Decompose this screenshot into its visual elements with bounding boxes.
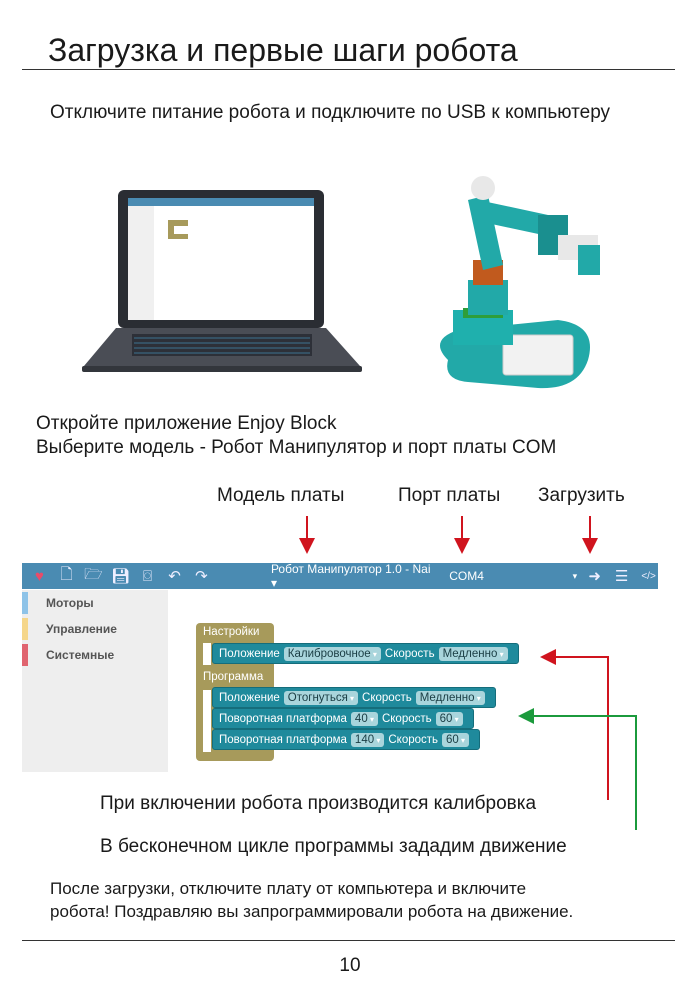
port-select[interactable]: COM4 [449,569,572,583]
category-label: Системные [46,648,115,662]
code-icon[interactable]: </> [641,570,656,582]
label-board-port: Порт платы [398,485,501,506]
block-label: Скорость [362,691,412,704]
setup-label: Настройки [203,626,260,638]
program-label: Программа [203,671,264,683]
step-1-text: Отключите питание робота и подключите по… [50,102,611,123]
undo-icon[interactable]: ↶ [168,568,181,585]
app-toolbar: ♥ 🗋 🗁 💾︎ ⌼ ↶ ↷ Робот Манипулятор 1.0 - N… [22,562,658,590]
footer-line-2: робота! Поздравляю вы запрограммировали … [50,902,574,921]
open-file-icon[interactable]: 🗁 [84,565,103,583]
label-board-model: Модель платы [217,485,345,506]
position-dropdown[interactable]: Отогнуться [283,690,359,705]
program-block-2[interactable]: Поворотная платформа 40 Скорость 60 [212,708,474,729]
category-label: Управление [46,622,117,636]
arrow-loop [518,708,637,830]
angle-dropdown[interactable]: 140 [350,732,385,747]
program-block-3[interactable]: Поворотная платформа 140 Скорость 60 [212,729,481,750]
category-motors[interactable]: Моторы [22,590,168,616]
title-divider [22,69,675,70]
block-label: Положение [219,647,280,660]
screenshot-icon[interactable]: ⌼ [142,567,152,585]
calibration-block[interactable]: Положение Калибровочное Скорость Медленн… [212,643,519,664]
block-categories: Моторы Управление Системные [22,590,168,772]
program-block-1[interactable]: Положение Отогнуться Скорость Медленно [212,687,496,708]
position-dropdown[interactable]: Калибровочное [283,646,381,661]
app-logo-icon: ♥ [35,567,44,585]
laptop-image [82,190,362,372]
category-label: Моторы [46,596,94,610]
footer-text: После загрузки, отключите плату от компь… [50,877,573,923]
step-2-line-2: Выберите модель - Робот Манипулятор и по… [36,437,557,458]
port-select-value: COM4 [449,569,484,583]
label-upload: Загрузить [538,485,625,506]
port-dropdown-icon[interactable]: ▾ [572,570,578,581]
monitor-icon[interactable]: ☰ [614,568,629,585]
model-select[interactable]: Робот Манипулятор 1.0 - Nai ▾ [270,562,431,590]
calibration-note: При включении робота производится калибр… [100,793,537,814]
page-title: Загрузка и первые шаги робота [48,32,518,68]
loop-note: В бесконечном цикле программы зададим дв… [100,836,567,857]
page-number: 10 [339,955,361,976]
model-select-value: Робот Манипулятор 1.0 - Nai [270,562,431,576]
footer-line-1: После загрузки, отключите плату от компь… [50,879,527,898]
save-icon[interactable]: 💾︎ [110,568,130,585]
category-system[interactable]: Системные [22,642,168,668]
angle-dropdown[interactable]: 40 [350,711,378,726]
block-label: Поворотная платформа [219,712,347,725]
category-control[interactable]: Управление [22,616,168,642]
block-label: Скорость [384,647,435,660]
step-2-line-1: Откройте приложение Enjoy Block [36,413,337,434]
new-file-icon[interactable]: 🗋 [60,565,73,583]
footer-divider [22,940,675,941]
block-label: Скорость [381,712,432,725]
block-label: Скорость [388,733,439,746]
block-label: Положение [219,691,280,704]
upload-icon[interactable]: ➜ [588,568,601,585]
redo-icon[interactable]: ↷ [195,568,208,585]
speed-dropdown[interactable]: Медленно [438,646,508,661]
block-label: Поворотная платформа [219,733,347,746]
speed-dropdown[interactable]: Медленно [415,690,485,705]
robot-arm-image [440,176,600,389]
speed-dropdown[interactable]: 60 [435,711,463,726]
speed-dropdown[interactable]: 60 [442,732,470,747]
arrow-calibration [540,649,609,800]
